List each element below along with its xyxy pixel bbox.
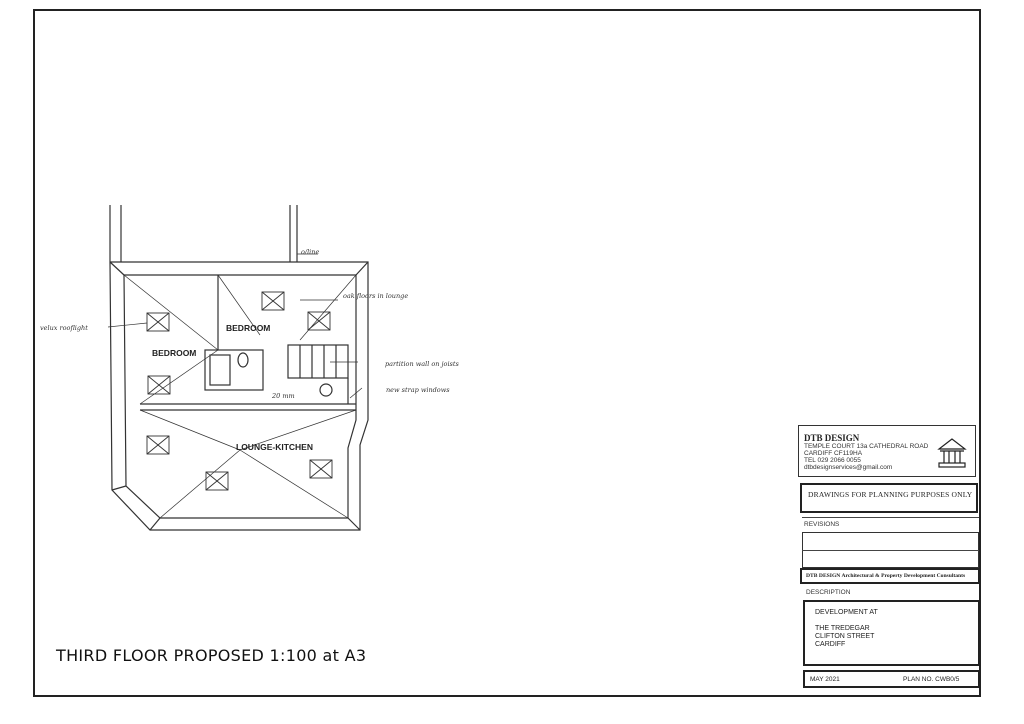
firm-address-line: dtbdesignservices@gmail.com: [804, 464, 893, 471]
building-logo-icon: [937, 438, 967, 468]
consultant-line: DTB DESIGN Architectural & Property Deve…: [806, 573, 966, 579]
plan-title: THIRD FLOOR PROPOSED 1:100 at A3: [56, 646, 367, 665]
firm-name: DTB DESIGN: [804, 433, 860, 443]
consultant-box: [800, 568, 980, 584]
annotation-oak-floors: oak floors in lounge: [343, 292, 408, 300]
description-line: THE TREDEGAR: [815, 625, 870, 632]
drawings-note-box: [800, 483, 978, 513]
description-label: DESCRIPTION: [806, 589, 851, 596]
footer-box: [803, 670, 980, 688]
annotation-rooflight: velux rooflight: [40, 324, 88, 332]
plan-number: PLAN NO. CWB0/5: [903, 676, 960, 683]
room-label-lounge-kitchen: LOUNGE-KITCHEN: [236, 442, 313, 452]
firm-address-line: TEMPLE COURT 13a CATHEDRAL ROAD: [804, 443, 929, 450]
description-line: CARDIFF: [815, 641, 846, 648]
firm-address-line: CARDIFF CF119HA: [804, 450, 863, 457]
annotation-partition-wall: partition wall on joists: [385, 360, 459, 368]
annotation-dimension: 20 mm: [271, 392, 295, 400]
drawings-note: DRAWINGS FOR PLANNING PURPOSES ONLY: [808, 490, 973, 499]
room-label-bedroom-2: BEDROOM: [226, 323, 270, 333]
description-line: CLIFTON STREET: [815, 633, 875, 640]
revisions-label: REVISIONS: [804, 521, 840, 528]
description-line: DEVELOPMENT AT: [815, 609, 878, 616]
drawing-sheet-border: [33, 9, 981, 697]
annotation-new-windows: new strap windows: [386, 386, 450, 394]
revisions-top-line: [802, 517, 979, 518]
annotation-oline: o/line: [301, 248, 319, 256]
room-label-bedroom-1: BEDROOM: [152, 348, 196, 358]
firm-address-line: TEL 029 2066 0055: [804, 457, 861, 464]
description-box: [803, 600, 980, 666]
drawing-date: MAY 2021: [810, 676, 840, 683]
revisions-row-divider: [802, 550, 979, 551]
